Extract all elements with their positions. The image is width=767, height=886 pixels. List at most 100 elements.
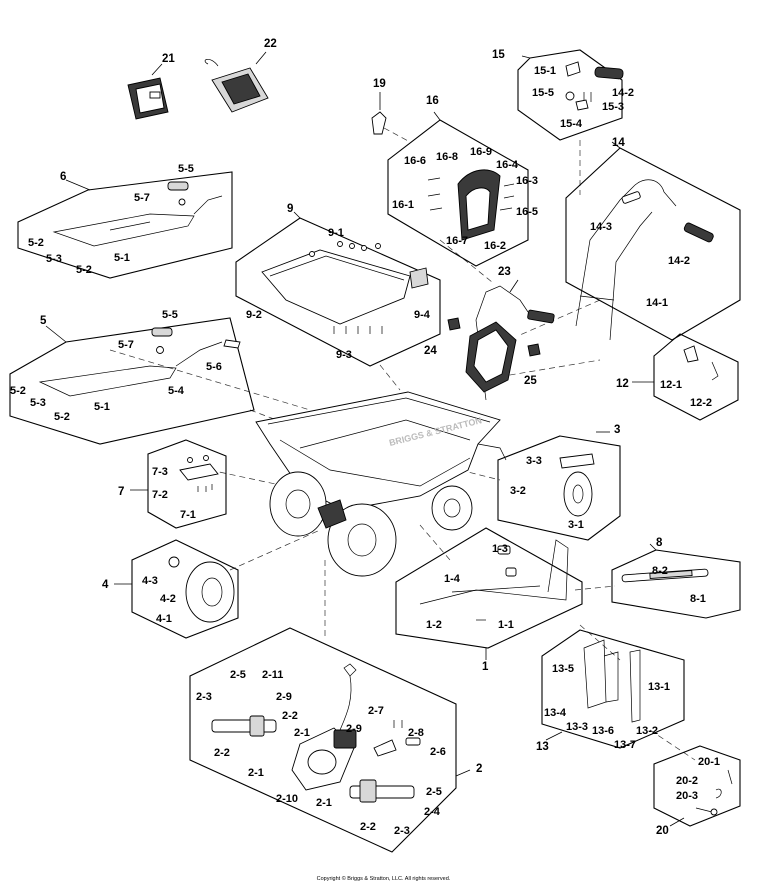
label-5-1: 5-1 [94,401,110,413]
label-13-5: 13-5 [552,663,574,675]
label-13-1: 13-1 [648,681,670,693]
main-cart-assembly: BRIGGS & STRATTON [255,391,507,577]
label-2: 2 [476,763,482,775]
label-15: 15 [492,49,505,61]
group-6: 6 5-5 5-7 5-2 5-3 5-2 5-1 [17,163,233,279]
label-12: 12 [616,378,629,390]
label-3: 3 [614,424,620,436]
label-14: 14 [612,137,625,149]
label-20-1: 20-1 [698,756,720,768]
group-1: 1 1-3 1-4 1-2 1-1 [395,527,583,673]
label-21: 21 [162,53,175,65]
label-2-9-a: 2-9 [276,691,292,703]
label-15-4: 15-4 [560,118,583,130]
label-9-3: 9-3 [336,349,352,361]
group-8: 8 8-2 8-1 [611,537,741,619]
label-5-4: 5-4 [168,385,185,397]
group-20: 20 20-1 20-2 20-3 [653,745,741,837]
label-2-2-b: 2-2 [214,747,230,759]
label-12-2: 12-2 [690,397,712,409]
label-5: 5 [40,315,47,327]
label-16-4: 16-4 [496,159,519,171]
label-2-1-a: 2-1 [294,727,310,739]
label-2-11: 2-11 [262,669,283,681]
label-9-2: 9-2 [246,309,262,321]
label-14-3: 14-3 [590,221,612,233]
label-12-1: 12-1 [660,379,682,391]
label-13-7: 13-7 [614,739,636,751]
group-2: 2 2-5 2-11 2-9 2-3 2-2 2-1 2-7 2-8 2-9 2… [189,627,482,853]
label-16-7: 16-7 [446,235,468,247]
group-5: 5 5-5 5-7 5-6 5-4 5-2 5-3 5-2 5-1 [9,309,255,445]
group-12: 12 12-1 12-2 [616,333,739,421]
group-16: 16 16-6 16-8 16-9 16-4 16-3 16-1 16-5 16… [387,95,538,267]
label-5-3-top: 5-3 [46,253,62,265]
label-2-10: 2-10 [276,793,298,805]
label-2-3-b: 2-3 [394,825,410,837]
group-3: 3 3-3 3-2 3-1 [497,424,621,541]
group-4: 4 4-3 4-2 4-1 [102,539,239,639]
label-14-2: 14-2 [668,255,690,267]
label-5-1-top: 5-1 [114,252,130,264]
label-2-9-b: 2-9 [346,723,362,735]
label-3-2: 3-2 [510,485,526,497]
label-15-1: 15-1 [534,65,556,77]
label-2-1-c: 2-1 [316,797,332,809]
label-1-4: 1-4 [444,573,461,585]
label-5-6: 5-6 [206,361,222,373]
label-16: 16 [426,95,439,107]
label-20: 20 [656,825,669,837]
group-7: 7 7-3 7-2 7-1 [118,439,227,529]
label-16-5: 16-5 [516,206,538,218]
label-3-3: 3-3 [526,455,542,467]
part-19: 19 [371,78,387,135]
label-13: 13 [536,741,549,753]
group-15: 15 15-1 14-2 15-5 15-3 15-4 [492,49,634,141]
label-8: 8 [656,537,663,549]
label-4-3: 4-3 [142,575,158,587]
label-23: 23 [498,266,511,278]
label-16-6: 16-6 [404,155,426,167]
label-19: 19 [373,78,386,90]
label-13-3: 13-3 [566,721,588,733]
label-24: 24 [424,345,437,357]
group-9: 9 9-1 9-2 9-4 9-3 [235,203,441,367]
label-5-7: 5-7 [118,339,134,351]
label-1-2: 1-2 [426,619,442,631]
charger-group-22: 22 [204,38,277,113]
label-2-6: 2-6 [430,746,446,758]
label-3-1: 3-1 [568,519,584,531]
label-15-3: 15-3 [602,101,624,113]
copyright-notice: Copyright © Briggs & Stratton, LLC. All … [316,876,451,882]
label-2-5-b: 2-5 [426,786,442,798]
label-8-2: 8-2 [652,565,668,577]
label-1-3: 1-3 [492,543,508,555]
label-7-3: 7-3 [152,466,168,478]
label-5-5: 5-5 [162,309,178,321]
group-13: 13 13-5 13-1 13-4 13-3 13-6 13-2 13-7 [536,629,685,753]
battery-mount-23-24-25: 23 24 25 [424,266,555,401]
label-2-1-b: 2-1 [248,767,264,779]
label-4-2: 4-2 [160,593,176,605]
label-15-5: 15-5 [532,87,554,99]
label-25: 25 [524,375,537,387]
label-1: 1 [482,661,489,673]
label-16-8: 16-8 [436,151,458,163]
label-13-2: 13-2 [636,725,658,737]
label-4: 4 [102,579,109,591]
label-2-7: 2-7 [368,705,384,717]
label-2-4: 2-4 [424,806,441,818]
label-5-2-b: 5-2 [54,411,70,423]
label-9-1: 9-1 [328,227,344,239]
label-7-2: 7-2 [152,489,168,501]
label-8-1: 8-1 [690,593,706,605]
label-16-3: 16-3 [516,175,538,187]
label-5-5-top: 5-5 [178,163,194,175]
label-2-5-a: 2-5 [230,669,246,681]
label-7: 7 [118,486,124,498]
label-5-2-a: 5-2 [10,385,26,397]
group-14: 14 14-3 14-2 14-1 [565,137,741,341]
label-5-7-top: 5-7 [134,192,150,204]
label-9-4: 9-4 [414,309,431,321]
label-9: 9 [287,203,293,215]
